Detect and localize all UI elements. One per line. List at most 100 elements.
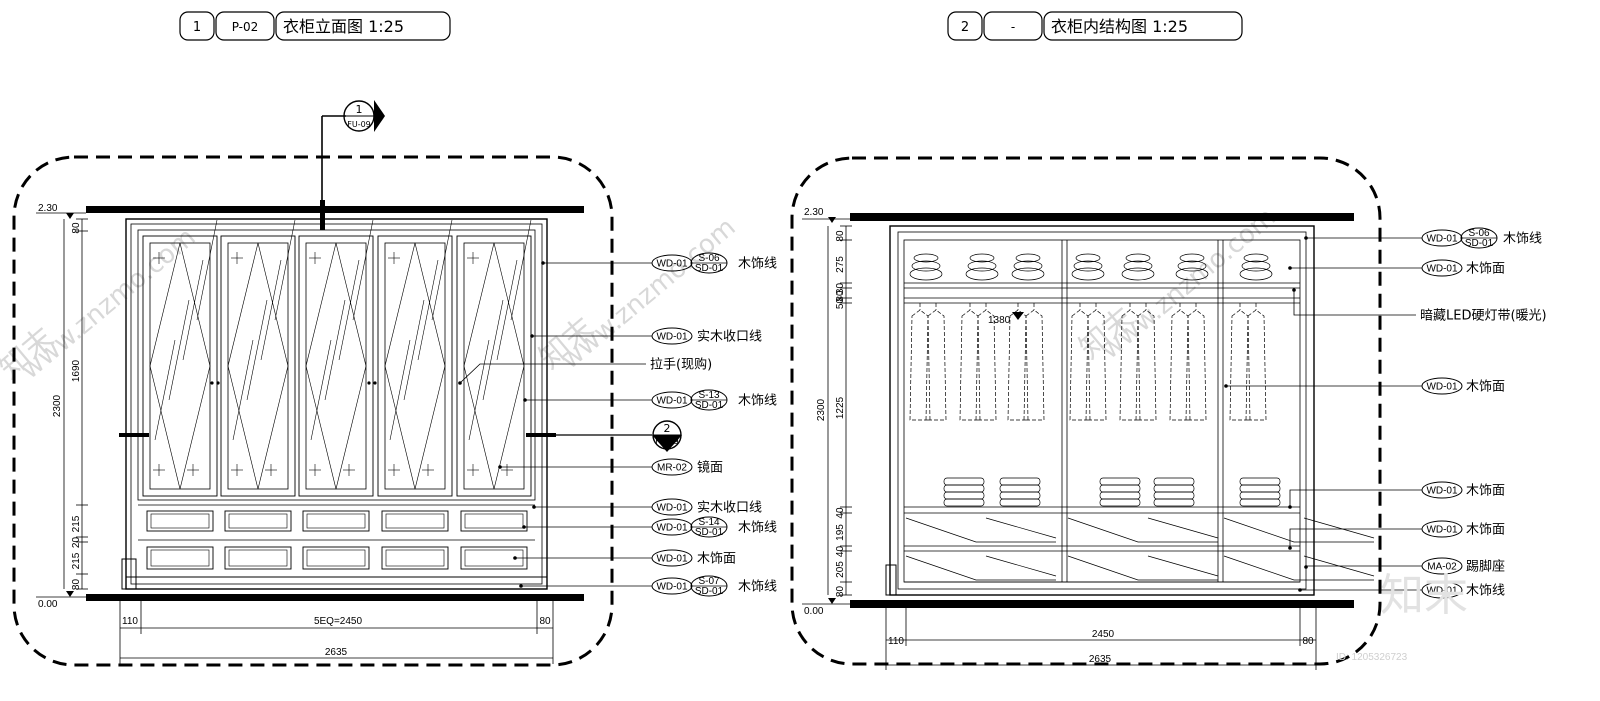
pullout-tray-2 (1067, 517, 1219, 543)
pullout-tray-5 (1067, 555, 1219, 581)
elevation-callout-text-6: 实木收口线 (697, 501, 762, 516)
right-dashed-frame (790, 156, 1382, 666)
left-title-index: 1 (193, 20, 201, 35)
wardrobe-door-2 (220, 219, 296, 497)
wardrobe-door-4 (377, 219, 453, 497)
interior-callout-code-6: WD-01 (1426, 525, 1458, 536)
elevation-hdim-total: 2635 (325, 647, 348, 658)
elevation-callout-text-4: 木饰线 (738, 394, 777, 409)
section-mark-2-num: 2 (664, 422, 671, 435)
drawer-upper-1 (146, 510, 214, 532)
pullout-tray-6 (1223, 555, 1375, 581)
interior-hdim-right: 80 (1302, 636, 1314, 647)
hanging-garment-2 (959, 303, 997, 421)
interior-drawing: 1380 2.30 0.00 2300 80275308050122540195… (802, 207, 1547, 670)
elevation-callout-sub-top-1: S-06 (698, 253, 720, 264)
elevation-callout-code-8: WD-01 (656, 554, 688, 565)
interior-callout-text-8: 木饰线 (1466, 584, 1505, 599)
interior-vdim-2: 275 (835, 256, 846, 273)
elevation-callout-3: 拉手(现购) (458, 357, 712, 385)
watermark-id: ID: 1205326723 (1336, 652, 1408, 663)
hanging-garment-3 (1007, 303, 1045, 421)
folded-stack-top-6 (1175, 253, 1209, 281)
elevation-callout-line-8 (513, 556, 652, 560)
interior-callout-text-7: 踢脚座 (1466, 559, 1505, 575)
folded-stack-top-7 (1239, 253, 1273, 281)
wardrobe-door-5 (456, 219, 532, 497)
elevation-hdim-left: 110 (122, 616, 138, 627)
interior-rail-label: 1380 (988, 315, 1011, 326)
hanging-garment-6 (1169, 303, 1207, 421)
elevation-callout-sub-top-7: S-14 (698, 517, 720, 528)
interior-callout-3: 暗藏LED硬灯带(暖光) (1292, 288, 1547, 324)
interior-callout-text-4: 木饰面 (1466, 380, 1505, 395)
elevation-callout-line-9 (519, 584, 652, 588)
elevation-callout-sub-bottom-9: SD-01 (695, 586, 724, 597)
elevation-callout-sub-bottom-7: SD-01 (695, 527, 724, 538)
elevation-vdim-5: 215 (71, 552, 82, 569)
elevation-callout-text-5: 镜面 (697, 461, 723, 476)
elevation-vdim-3: 215 (71, 515, 82, 532)
drawer-upper-3 (302, 510, 370, 532)
interior-vdim-9: 40 (835, 546, 846, 558)
folded-stack-mid-3 (1099, 477, 1141, 507)
hanging-garment-7 (1229, 303, 1267, 421)
section-mark-1-ref: FU-09 (347, 120, 371, 129)
elevation-callout-5: MR-02 镜面 (651, 458, 723, 476)
elevation-callout-code-5: MR-02 (657, 463, 687, 474)
interior-level-bottom: 0.00 (804, 606, 824, 617)
interior-callout-sub-bottom-1: SD-01 (1465, 238, 1494, 249)
pullout-tray-4 (905, 555, 1057, 581)
elevation-callout-text-9: 木饰线 (738, 580, 777, 595)
elevation-callout-sub-bottom-4: SD-01 (695, 400, 724, 411)
folded-stack-top-4 (1071, 253, 1105, 281)
elevation-callout-sub-top-4: S-13 (698, 390, 720, 401)
pullout-tray-3 (1223, 517, 1375, 543)
watermark-corner-brand: 知末 (1380, 570, 1468, 621)
interior-callout-text-2: 木饰面 (1466, 262, 1505, 277)
interior-callout-code-1: WD-01 (1426, 234, 1458, 245)
wardrobe-door-1 (142, 219, 218, 497)
drawer-lower-1 (146, 546, 214, 570)
elevation-vdim-4: 20 (71, 537, 82, 549)
interior-vdim-4: 80 (835, 290, 846, 302)
hanging-garment-4 (1069, 303, 1107, 421)
interior-callout-code-2: WD-01 (1426, 264, 1458, 275)
interior-hdim-total: 2635 (1089, 654, 1112, 665)
elevation-callout-line-5 (498, 465, 652, 469)
interior-callout-text-1: 木饰线 (1503, 232, 1542, 247)
elevation-callout-line-4 (523, 398, 652, 402)
drawer-lower-2 (224, 546, 292, 570)
elevation-callout-line-6 (532, 505, 652, 509)
elevation-callout-code-2: WD-01 (656, 332, 688, 343)
section-mark-1-num: 1 (356, 103, 363, 116)
interior-vdim-1: 80 (835, 230, 846, 242)
interior-vdim-3: 30 (835, 283, 846, 295)
elevation-hdim-middle: 5EQ=2450 (314, 616, 363, 627)
interior-callout-code-5: WD-01 (1426, 486, 1458, 497)
drawer-lower-4 (381, 546, 449, 570)
elevation-callout-line-2 (530, 334, 652, 338)
elevation-vdim-1: 80 (71, 222, 82, 234)
interior-vdim-8: 195 (835, 524, 846, 541)
interior-callout-text-3: 暗藏LED硬灯带(暖光) (1420, 309, 1547, 324)
elevation-vdim-6: 80 (71, 579, 82, 591)
right-title-name: 衣柜内结构图 1:25 (1051, 17, 1188, 36)
folded-stack-mid-5 (1239, 477, 1281, 507)
interior-vdim-5: 50 (835, 298, 846, 310)
interior-hdim-left: 110 (888, 636, 904, 647)
elevation-drawing: 1 FU-09 2 FU-09 2.30 0.00 2300 801690215… (36, 100, 777, 664)
hanging-garment-1 (909, 303, 947, 421)
elevation-callout-code-9: WD-01 (656, 582, 688, 593)
interior-vdim-6: 1225 (835, 396, 846, 419)
